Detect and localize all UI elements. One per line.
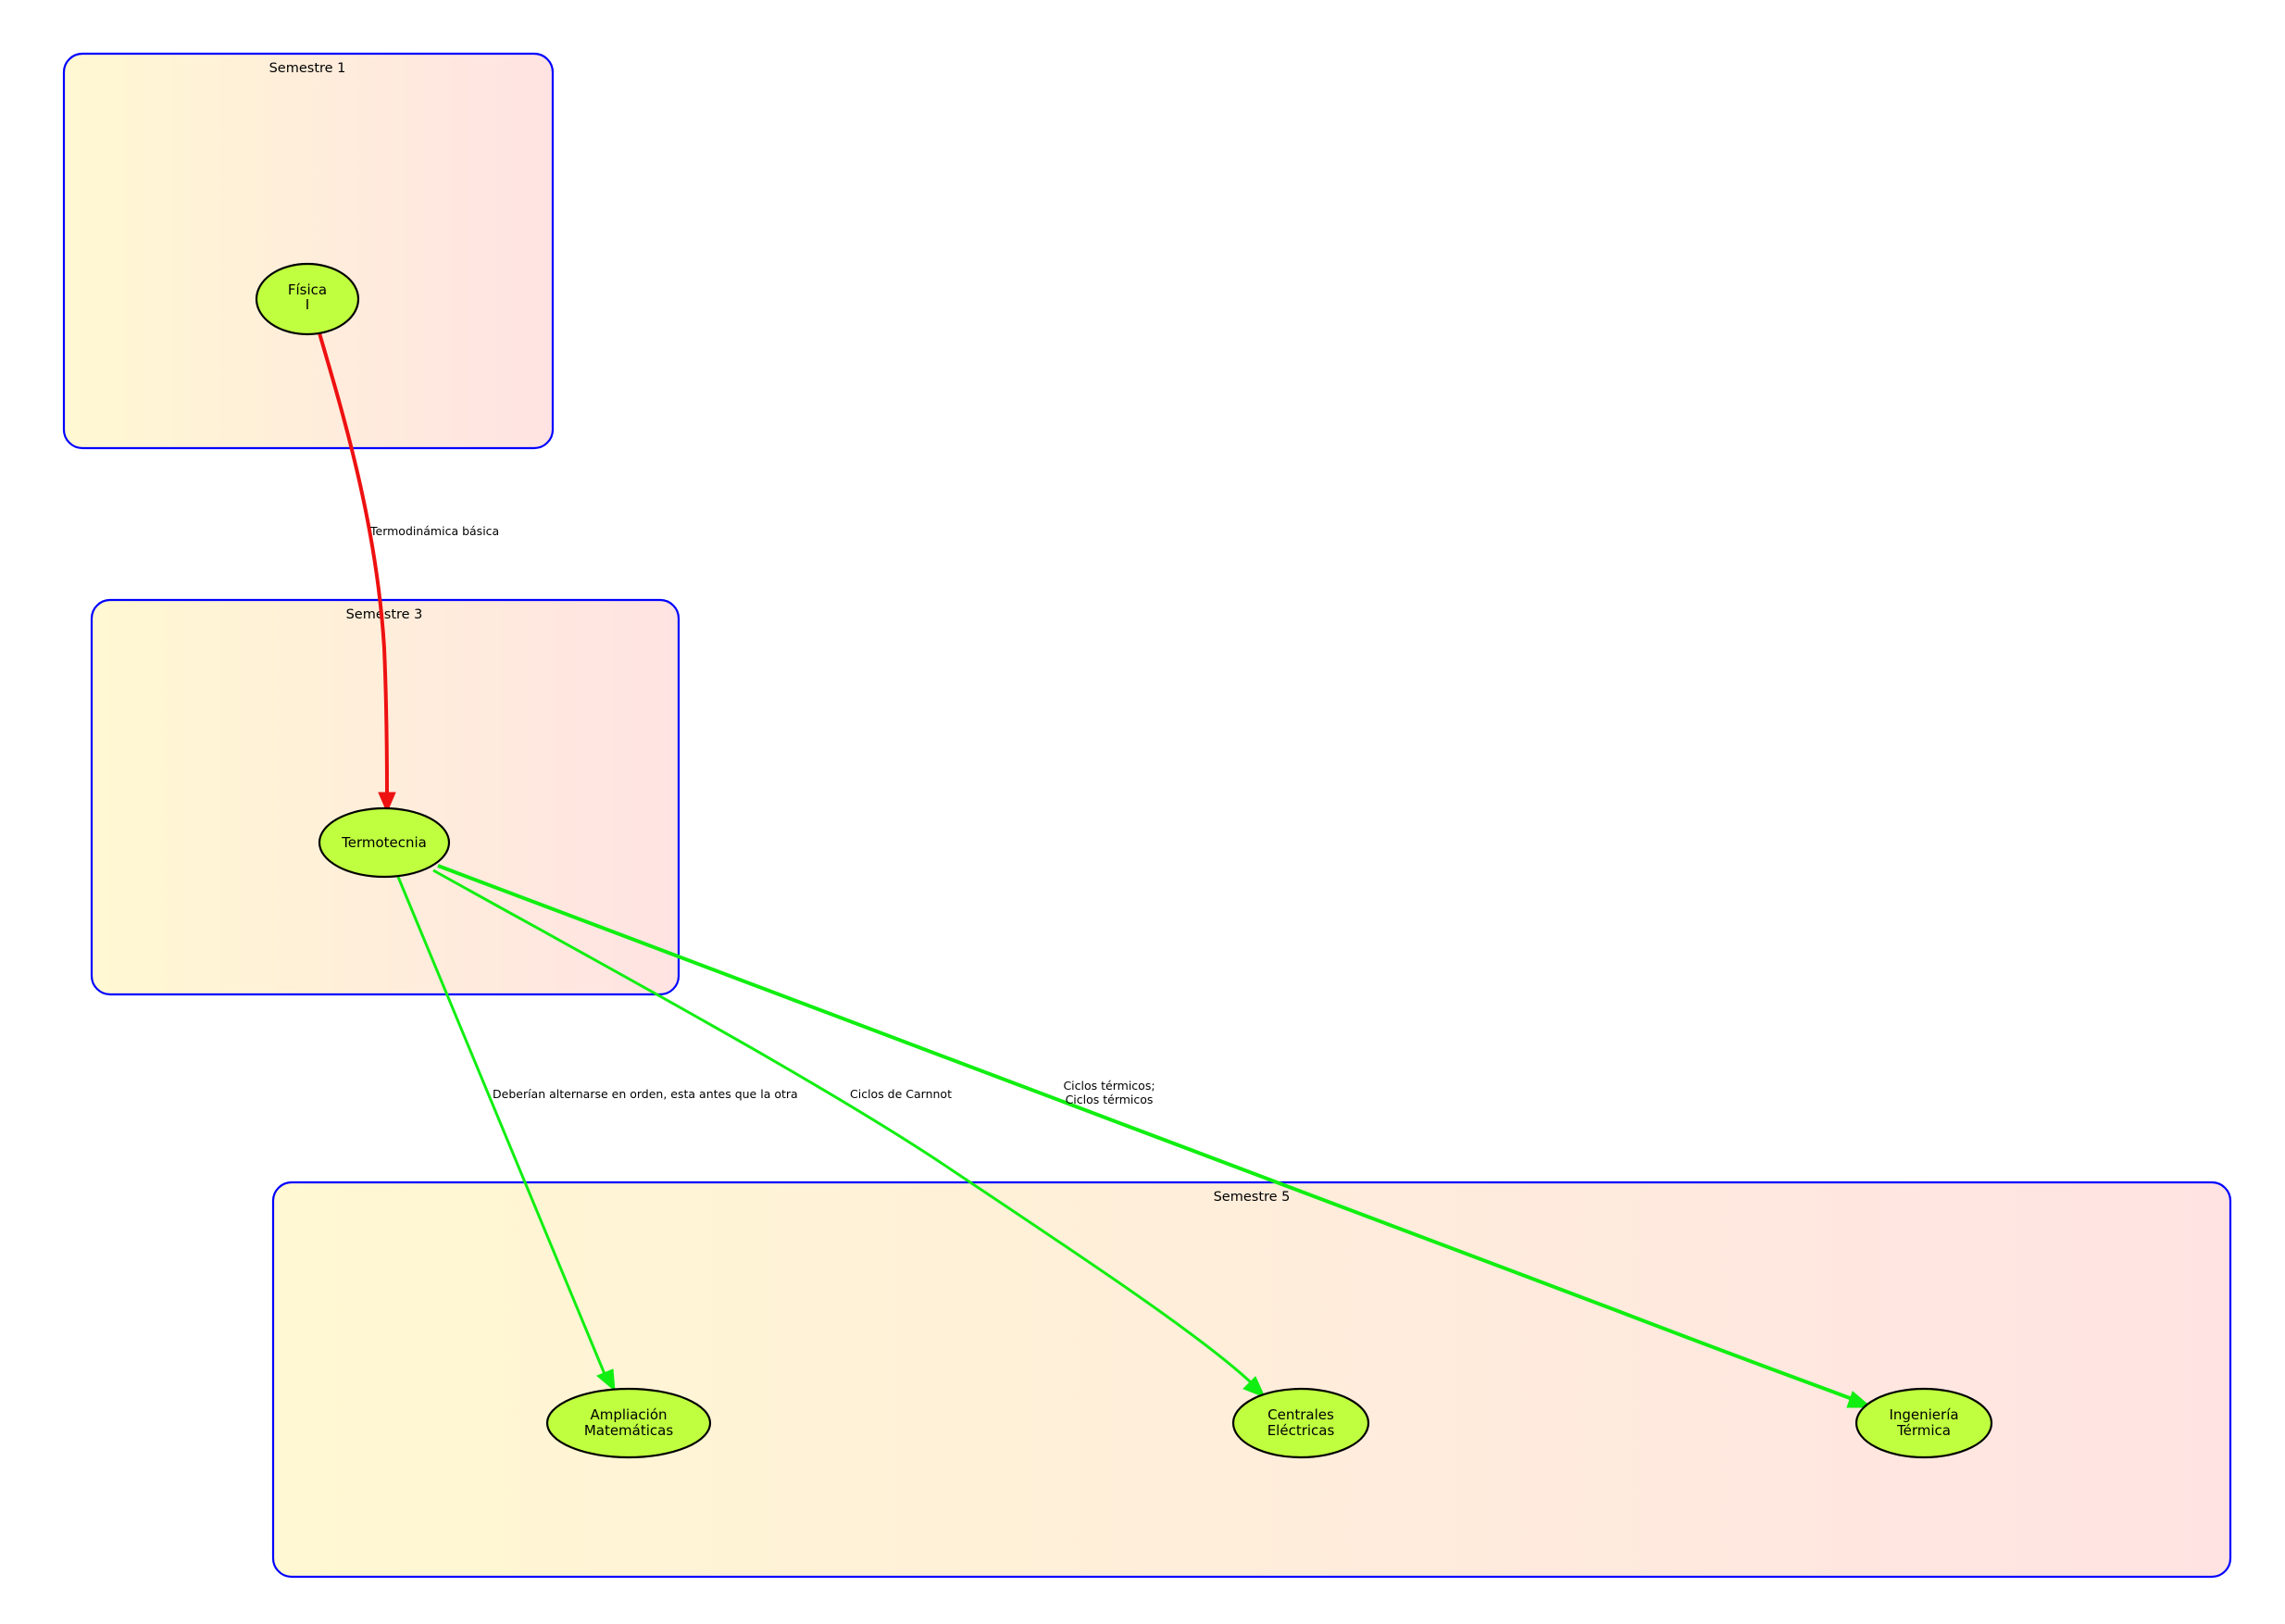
- arrowhead: [596, 1368, 616, 1393]
- node-ampliacion-matematicas[interactable]: Ampliación Matemáticas: [545, 1387, 712, 1459]
- cluster-label: Semestre 3: [346, 607, 423, 622]
- node-ellipse: [1231, 1387, 1370, 1459]
- edge-termotecnia-ampliacion: Deberían alternarse en orden, esta antes…: [396, 876, 798, 1393]
- edge-termotecnia-centrales: Ciclos de Carnnot: [432, 868, 1266, 1398]
- node-ellipse: [1854, 1387, 1993, 1459]
- node-label: Ingeniería: [1889, 1406, 1958, 1423]
- cluster-semestre-1: Semestre 1: [62, 52, 555, 450]
- cluster-semestre-5: Semestre 5: [271, 1181, 2232, 1579]
- node-label: I: [306, 296, 309, 313]
- node-centrales-electricas[interactable]: Centrales Eléctricas: [1231, 1387, 1370, 1459]
- node-label: Eléctricas: [1267, 1422, 1335, 1439]
- arrowhead: [378, 792, 396, 814]
- edge-label: Ciclos térmicos;: [1063, 1079, 1155, 1093]
- edge-line: [432, 868, 1254, 1385]
- node-label: Centrales: [1267, 1406, 1334, 1423]
- edge-label: Deberían alternarse en orden, esta antes…: [493, 1087, 798, 1101]
- edge-label: Ciclos térmicos: [1066, 1093, 1154, 1106]
- node-ellipse: [255, 262, 360, 336]
- arrowhead: [1242, 1376, 1266, 1398]
- edge-termotecnia-ingenieria: Ciclos térmicos; Ciclos térmicos: [437, 864, 1873, 1408]
- arrowhead: [1846, 1391, 1873, 1408]
- edge-label: Termodinámica básica: [369, 524, 499, 538]
- node-label: Térmica: [1896, 1422, 1951, 1439]
- edge-line: [437, 864, 1855, 1402]
- node-ellipse: [545, 1387, 712, 1459]
- edge-line: [318, 332, 389, 795]
- node-label: Termotecnia: [341, 834, 427, 851]
- node-ingenieria-termica[interactable]: Ingeniería Térmica: [1854, 1387, 1993, 1459]
- edge-label: Ciclos de Carnnot: [850, 1087, 952, 1101]
- node-ellipse: [318, 806, 451, 879]
- node-label: Ampliación: [590, 1406, 667, 1423]
- cluster-box: [62, 52, 555, 450]
- node-termotecnia[interactable]: Termotecnia: [318, 806, 451, 879]
- cluster-box: [271, 1181, 2232, 1579]
- node-fisica-i[interactable]: Física I: [255, 262, 360, 336]
- cluster-label: Semestre 1: [269, 61, 346, 76]
- node-label: Física: [288, 281, 327, 298]
- edge-line: [396, 876, 606, 1375]
- node-label: Matemáticas: [584, 1422, 674, 1439]
- edge-fisica-termotecnia: Termodinámica básica: [318, 332, 499, 814]
- cluster-label: Semestre 5: [1214, 1190, 1291, 1205]
